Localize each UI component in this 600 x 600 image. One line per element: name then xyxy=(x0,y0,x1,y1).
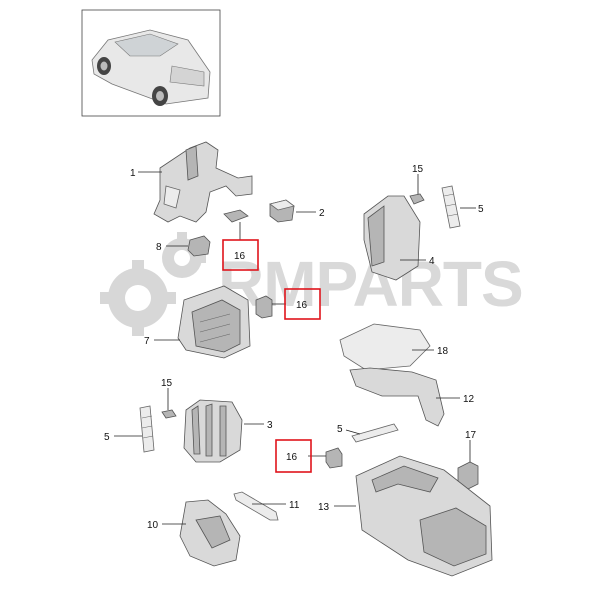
part-13-fuse-carrier xyxy=(355,455,493,577)
callout-16c: 16 xyxy=(286,452,298,463)
part-8-relay xyxy=(187,235,211,257)
callout-8: 8 xyxy=(156,242,162,253)
callout-16b: 16 xyxy=(296,300,308,311)
part-18-lid xyxy=(339,323,431,371)
highlight-box-16c xyxy=(275,439,312,473)
callout-7: 7 xyxy=(144,336,150,347)
callout-13: 13 xyxy=(318,502,330,513)
callout-2: 2 xyxy=(319,208,325,219)
callout-17: 17 xyxy=(465,430,477,441)
callout-12: 12 xyxy=(463,394,475,405)
part-1-bracket xyxy=(153,141,253,223)
vehicle-thumbnail xyxy=(81,9,221,117)
callout-3: 3 xyxy=(267,420,273,431)
part-5-strip-mid xyxy=(351,423,399,443)
part-15-clip-mid xyxy=(161,409,177,419)
highlight-box-16a xyxy=(222,239,259,271)
part-10-bracket xyxy=(179,499,241,567)
part-15-clip-top xyxy=(409,193,425,205)
callout-10: 10 xyxy=(147,520,159,531)
callout-11: 11 xyxy=(289,500,300,511)
part-3-fuse-block xyxy=(183,399,243,463)
part-2-relay xyxy=(269,199,295,223)
part-11-strap xyxy=(233,491,279,521)
callout-16a: 16 xyxy=(234,251,246,262)
callout-1: 1 xyxy=(130,168,136,179)
part-5-strip-left xyxy=(139,405,155,453)
callout-5-mid: 5 xyxy=(337,424,343,435)
part-12-holder xyxy=(349,367,445,427)
highlight-box-16b xyxy=(284,288,321,320)
callout-5-left: 5 xyxy=(104,432,110,443)
part-16-fuse-low xyxy=(325,447,343,469)
part-4-cover xyxy=(363,195,421,281)
part-16-fuse-mid xyxy=(255,295,273,319)
callout-18: 18 xyxy=(437,346,449,357)
part-16-fuse-top xyxy=(223,209,249,223)
part-5-strip-top xyxy=(441,185,461,229)
callout-4: 4 xyxy=(429,256,435,267)
callout-15-top: 15 xyxy=(412,164,424,175)
part-7-fuse-box xyxy=(177,285,251,359)
callout-5-top: 5 xyxy=(478,204,484,215)
callout-15-mid: 15 xyxy=(161,378,173,389)
